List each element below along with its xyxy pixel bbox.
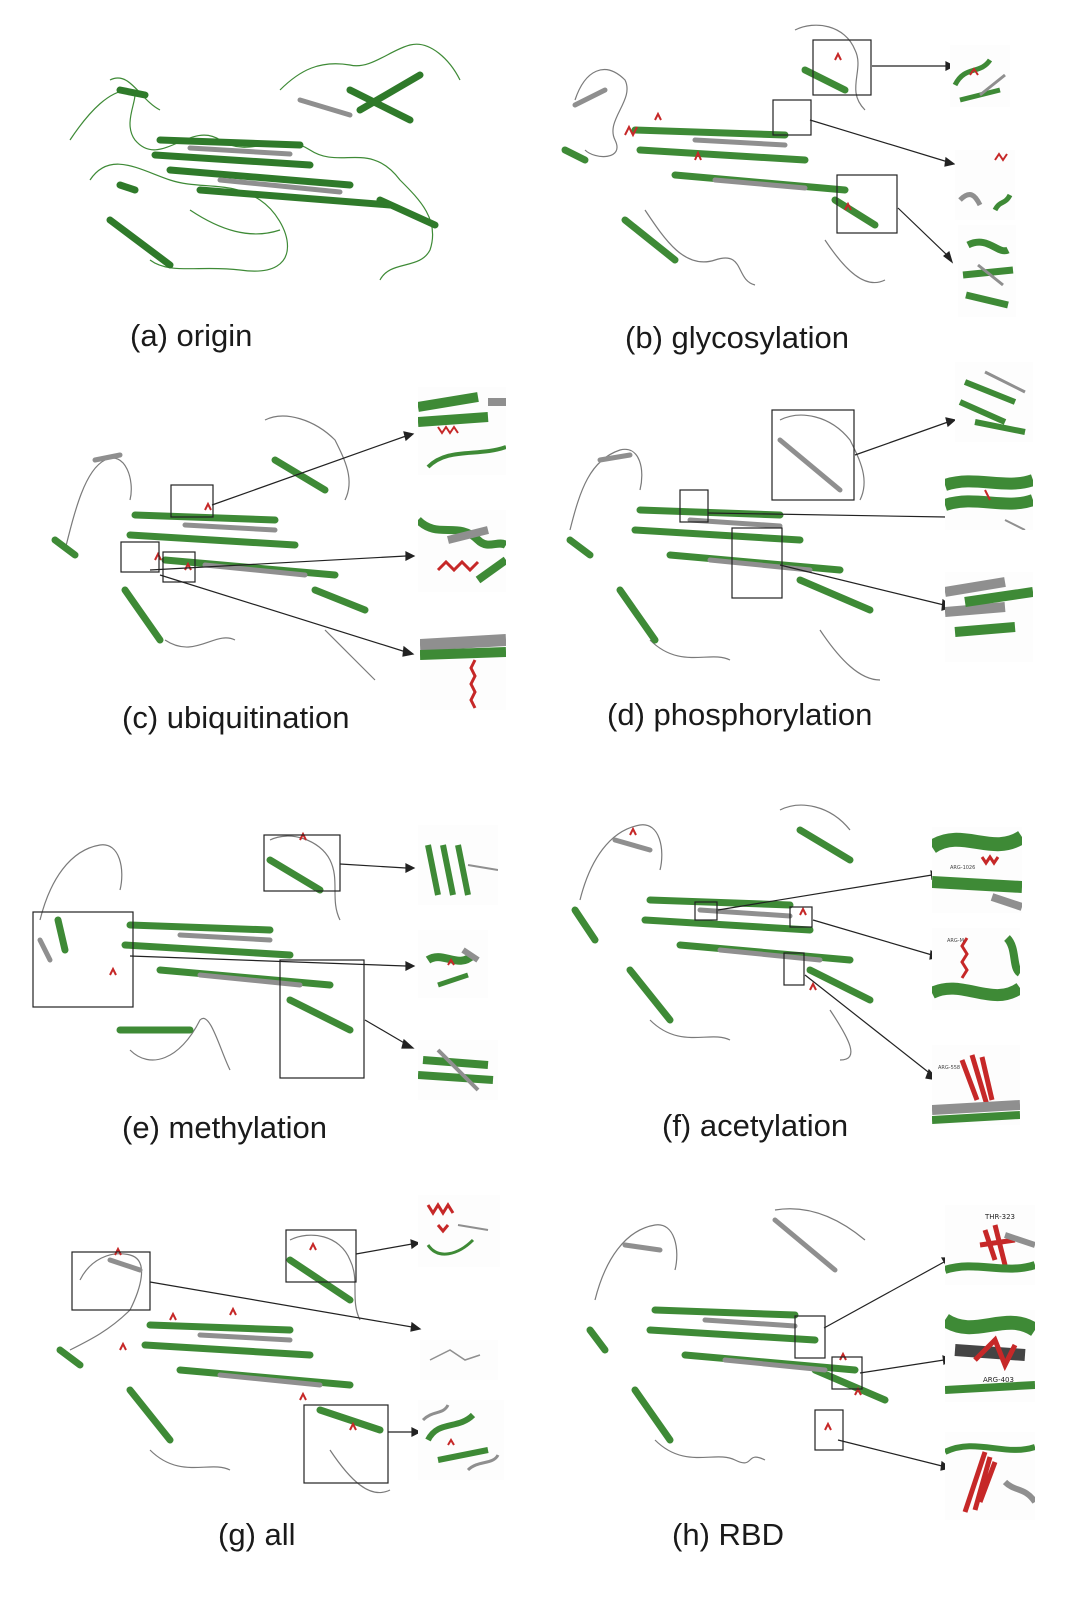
- caption-acetylation: (f) acetylation: [662, 1108, 849, 1143]
- zoom-inset-all-3: [418, 1400, 504, 1480]
- caption-ubiquitination: (c) ubiquitination: [122, 700, 350, 735]
- zoom-inset-phosphorylation-2: [945, 470, 1033, 530]
- protein-structure-phosphorylation: [566, 409, 881, 681]
- zoom-inset-phosphorylation-1: [955, 362, 1033, 442]
- zoom-inset-rbd-2: ARG-403: [945, 1310, 1035, 1402]
- zoom-inset-acetylation-1: ARG-1026: [932, 827, 1022, 913]
- zoom-arrows-phosphorylation: [707, 417, 957, 611]
- zoom-inset-glycosylation-1: [950, 45, 1010, 107]
- label-arg-558: ARG-558: [938, 1065, 961, 1071]
- zoom-inset-phosphorylation-3: [945, 572, 1033, 662]
- caption-glycosylation: (b) glycosylation: [625, 320, 849, 355]
- caption-rbd: (h) RBD: [672, 1517, 784, 1552]
- caption-all: (g) all: [218, 1517, 296, 1552]
- label-thr-323: THR-323: [985, 1213, 1016, 1221]
- protein-structure-methylation: [32, 831, 365, 1079]
- label-arg-m: ARG-M: [947, 938, 964, 944]
- zoom-inset-methylation-2: [418, 930, 488, 998]
- zoom-inset-ubiquitination-1: [418, 387, 506, 475]
- label-arg-403: ARG-403: [983, 1376, 1014, 1384]
- zoom-inset-ubiquitination-3: [420, 630, 506, 710]
- zoom-inset-ubiquitination-2: [418, 510, 506, 592]
- zoom-arrows-methylation: [129, 863, 416, 1049]
- protein-structure-glycosylation: [561, 24, 898, 286]
- caption-methylation: (e) methylation: [122, 1110, 328, 1145]
- protein-structure-acetylation: [571, 804, 874, 1061]
- zoom-inset-rbd-1: THR-323: [945, 1205, 1035, 1285]
- zoom-inset-methylation-3: [418, 1040, 498, 1100]
- protein-structure-origin: [69, 43, 461, 281]
- protein-structure-rbd: [586, 1208, 889, 1464]
- zoom-inset-all-2: [420, 1340, 498, 1380]
- zoom-inset-acetylation-3: ARG-558: [932, 1045, 1020, 1125]
- zoom-inset-glycosylation-2: [955, 150, 1015, 220]
- zoom-arrows-glycosylation: [809, 61, 956, 264]
- zoom-inset-rbd-3: [945, 1432, 1035, 1520]
- zoom-arrows-ubiquitination: [149, 431, 416, 657]
- zoom-arrows-all: [149, 1239, 422, 1437]
- protein-structure-ubiquitination: [51, 415, 376, 681]
- zoom-inset-acetylation-2: ARG-M: [932, 928, 1020, 1010]
- label-arg-1026: ARG-1026: [950, 865, 976, 871]
- caption-origin: (a) origin: [130, 318, 253, 353]
- zoom-inset-methylation-1: [418, 825, 498, 905]
- zoom-inset-glycosylation-3: [958, 225, 1016, 317]
- zoom-inset-all-1: [418, 1195, 500, 1267]
- zoom-arrows-rbd: [823, 1257, 953, 1471]
- caption-phosphorylation: (d) phosphorylation: [607, 697, 873, 732]
- protein-structure-all: [56, 1229, 391, 1494]
- zoom-arrows-acetylation: [717, 870, 941, 1081]
